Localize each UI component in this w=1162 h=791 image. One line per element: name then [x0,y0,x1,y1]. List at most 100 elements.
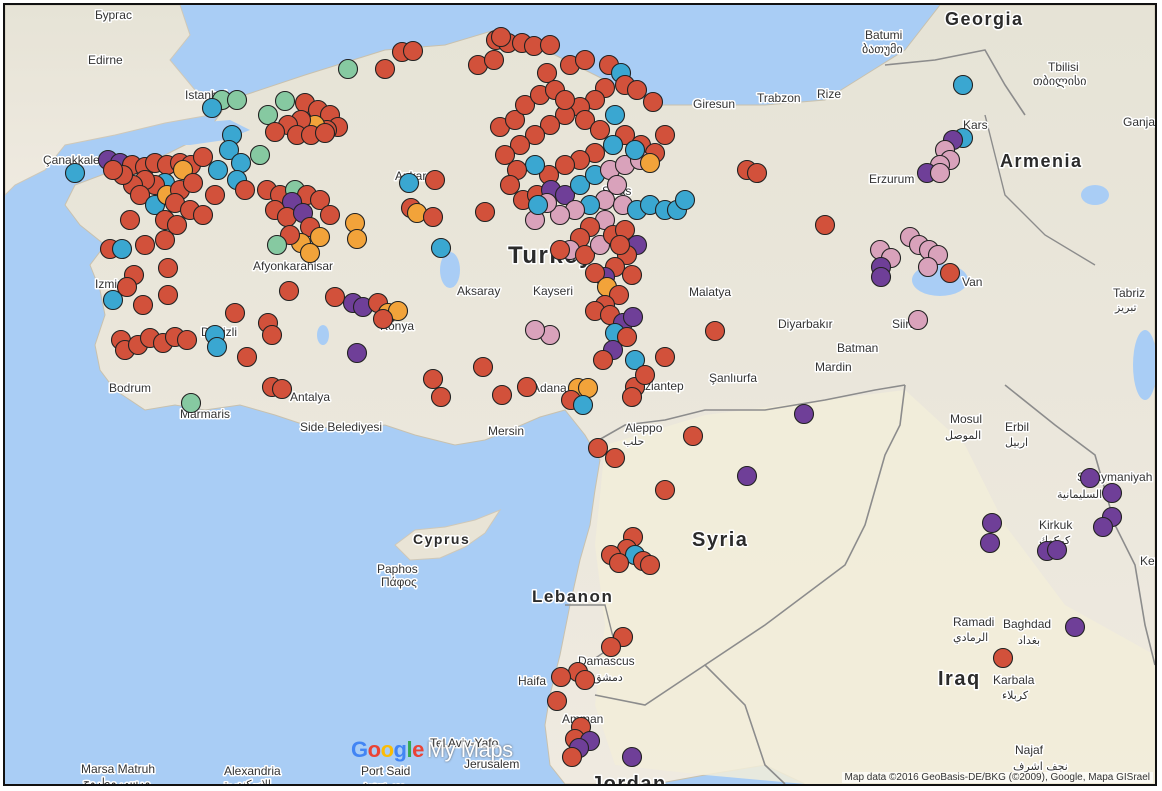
map-marker-red[interactable] [157,257,179,279]
map-marker-blue[interactable] [602,134,624,156]
map-marker-red[interactable] [549,239,571,261]
map-marker-purple[interactable] [346,342,368,364]
map-marker-red[interactable] [554,89,576,111]
map-marker-red[interactable] [372,308,394,330]
map-marker-purple[interactable] [793,403,815,425]
map-marker-green[interactable] [180,392,202,414]
map-marker-red[interactable] [182,172,204,194]
map-marker-purple[interactable] [736,465,758,487]
map-marker-red[interactable] [319,204,341,226]
map-marker-orange[interactable] [309,226,331,248]
map-marker-green[interactable] [226,89,248,111]
map-marker-pink[interactable] [606,174,628,196]
map-marker-red[interactable] [176,329,198,351]
map-marker-red[interactable] [682,425,704,447]
map-marker-red[interactable] [224,302,246,324]
map-marker-red[interactable] [654,346,676,368]
map-marker-blue[interactable] [398,172,420,194]
map-marker-red[interactable] [704,320,726,342]
map-marker-red[interactable] [402,40,424,62]
map-marker-pink[interactable] [917,256,939,278]
map-marker-red[interactable] [592,349,614,371]
map-marker-blue[interactable] [524,154,546,176]
map-marker-red[interactable] [626,79,648,101]
map-marker-red[interactable] [550,666,572,688]
map-marker-red[interactable] [157,284,179,306]
map-marker-red[interactable] [132,294,154,316]
map-marker-blue[interactable] [206,336,228,358]
map-marker-red[interactable] [600,636,622,658]
map-marker-green[interactable] [266,234,288,256]
map-marker-red[interactable] [490,26,512,48]
map-marker-red[interactable] [374,58,396,80]
map-marker-blue[interactable] [674,189,696,211]
map-marker-red[interactable] [129,184,151,206]
map-marker-blue[interactable] [624,349,646,371]
map-marker-red[interactable] [621,264,643,286]
map-marker-blue[interactable] [569,174,591,196]
map-marker-red[interactable] [116,276,138,298]
map-marker-red[interactable] [574,49,596,71]
map-marker-red[interactable] [271,378,293,400]
map-marker-red[interactable] [574,109,596,131]
map-marker-purple[interactable] [621,746,643,768]
map-marker-purple[interactable] [554,184,576,206]
map-marker-purple[interactable] [979,532,1001,554]
map-marker-pink[interactable] [907,309,929,331]
map-marker-red[interactable] [574,244,596,266]
map-marker-red[interactable] [491,384,513,406]
map-marker-red[interactable] [554,154,576,176]
map-marker-blue[interactable] [102,289,124,311]
map-marker-red[interactable] [166,214,188,236]
map-marker-purple[interactable] [981,512,1003,534]
map-marker-red[interactable] [261,324,283,346]
map-marker-red[interactable] [746,162,768,184]
map-marker-red[interactable] [642,91,664,113]
map-marker-red[interactable] [430,386,452,408]
map-marker-purple[interactable] [1079,467,1101,489]
marker-layer[interactable] [64,26,1123,768]
map-marker-red[interactable] [324,286,346,308]
map-marker-red[interactable] [574,669,596,691]
map-marker-blue[interactable] [604,104,626,126]
map-marker-red[interactable] [314,122,336,144]
map-marker-red[interactable] [278,280,300,302]
map-marker-red[interactable] [609,234,631,256]
map-marker-red[interactable] [192,204,214,226]
map-marker-red[interactable] [514,94,536,116]
map-marker-blue[interactable] [218,139,240,161]
map-marker-pink[interactable] [929,162,951,184]
map-marker-red[interactable] [422,206,444,228]
map-marker-red[interactable] [814,214,836,236]
map-marker-red[interactable] [654,124,676,146]
map-marker-blue[interactable] [207,159,229,181]
map-marker-purple[interactable] [1092,516,1114,538]
map-marker-pink[interactable] [524,319,546,341]
map-marker-red[interactable] [264,121,286,143]
map-marker-orange[interactable] [577,377,599,399]
map-marker-orange[interactable] [299,242,321,264]
map-marker-red[interactable] [992,647,1014,669]
map-marker-green[interactable] [249,144,271,166]
map-marker-red[interactable] [589,119,611,141]
map-marker-red[interactable] [236,346,258,368]
map-marker-red[interactable] [536,62,558,84]
map-marker-red[interactable] [154,229,176,251]
map-marker-red[interactable] [654,479,676,501]
map-marker-red[interactable] [424,169,446,191]
map-marker-red[interactable] [309,189,331,211]
map-marker-red[interactable] [192,146,214,168]
map-marker-red[interactable] [119,209,141,231]
map-marker-purple[interactable] [1101,482,1123,504]
map-marker-red[interactable] [524,124,546,146]
map-marker-purple[interactable] [622,306,644,328]
map-attribution[interactable]: Map data ©2016 GeoBasis-DE/BKG (©2009), … [841,772,1153,783]
map-marker-red[interactable] [608,284,630,306]
map-marker-red[interactable] [499,174,521,196]
map-marker-red[interactable] [494,144,516,166]
map-marker-red[interactable] [422,368,444,390]
map-marker-red[interactable] [587,437,609,459]
map-marker-red[interactable] [616,326,638,348]
map-marker-purple[interactable] [1046,539,1068,561]
map-marker-red[interactable] [504,109,526,131]
